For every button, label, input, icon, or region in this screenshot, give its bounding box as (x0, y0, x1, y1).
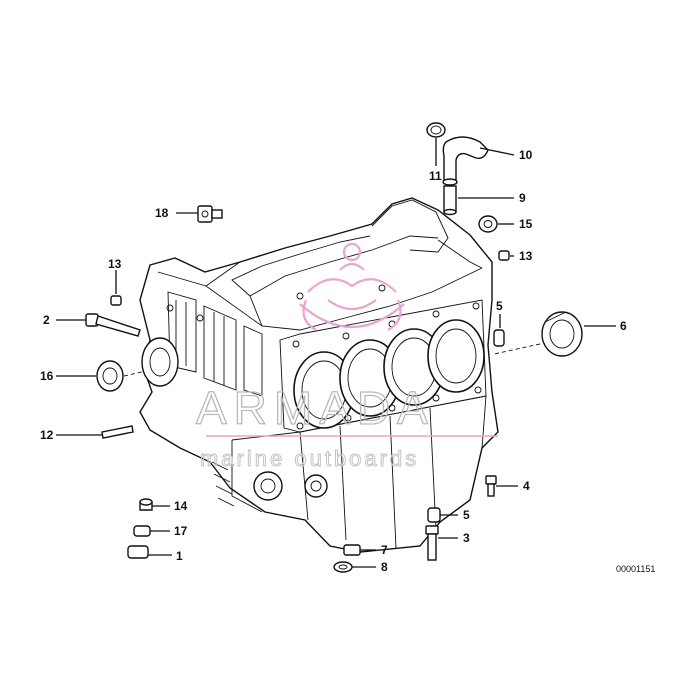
watermark-brand: ARMADA (196, 382, 435, 434)
part-15-bush (478, 215, 498, 233)
callout-labels: 1 2 3 4 5 5 6 7 8 9 10 11 12 13 13 14 15… (40, 148, 627, 574)
part-7-drain-plug (343, 544, 361, 556)
callout-18: 18 (155, 206, 169, 220)
callout-6: 6 (620, 319, 627, 333)
callout-10: 10 (519, 148, 533, 162)
callout-5-upper: 5 (496, 299, 503, 313)
leader-lines (56, 138, 616, 568)
part-1-plug (127, 545, 149, 559)
part-17-plug (133, 525, 151, 537)
part-2-bolt (85, 313, 141, 337)
part-13-plug-left (110, 295, 122, 306)
watermark-tagline: marine outboards (200, 446, 419, 471)
part-3-bolt (425, 525, 439, 561)
cylinder-bores (293, 319, 485, 429)
brand-logo-figure (299, 242, 405, 331)
part-13-plug-right (498, 250, 510, 261)
part-14-plug (139, 498, 153, 511)
deck-bolt-holes (166, 284, 482, 430)
part-5-dowel-upper (493, 329, 505, 347)
callout-14: 14 (174, 499, 188, 513)
callout-5-lower: 5 (463, 508, 470, 522)
callout-8: 8 (381, 560, 388, 574)
callout-9: 9 (519, 191, 526, 205)
callout-3: 3 (463, 531, 470, 545)
part-8-washer (333, 561, 353, 573)
part-18-fitting (197, 205, 223, 223)
brand-watermark: ARMADA marine outboards (195, 242, 498, 472)
part-9-tube (443, 185, 457, 216)
part-16-seal-ring (96, 360, 124, 392)
callout-11: 11 (429, 169, 442, 183)
part-11-hose-clamp (426, 122, 446, 138)
callout-13-right: 13 (519, 249, 533, 263)
callout-13-left: 13 (108, 257, 122, 271)
part-12-stud (101, 425, 134, 439)
drawing-reference-number: 00001151 (616, 564, 655, 574)
callout-4: 4 (523, 479, 530, 493)
callout-17: 17 (174, 524, 188, 538)
callout-12: 12 (40, 428, 54, 442)
part-10-elbow-hose (442, 136, 489, 186)
part-5-dowel-lower (427, 507, 441, 523)
callout-16: 16 (40, 369, 54, 383)
callout-7: 7 (381, 543, 388, 557)
callout-1: 1 (176, 549, 183, 563)
callout-2: 2 (43, 313, 50, 327)
part-6-seal-ring (541, 311, 583, 357)
callout-15: 15 (519, 217, 533, 231)
part-4-screw (485, 475, 497, 497)
